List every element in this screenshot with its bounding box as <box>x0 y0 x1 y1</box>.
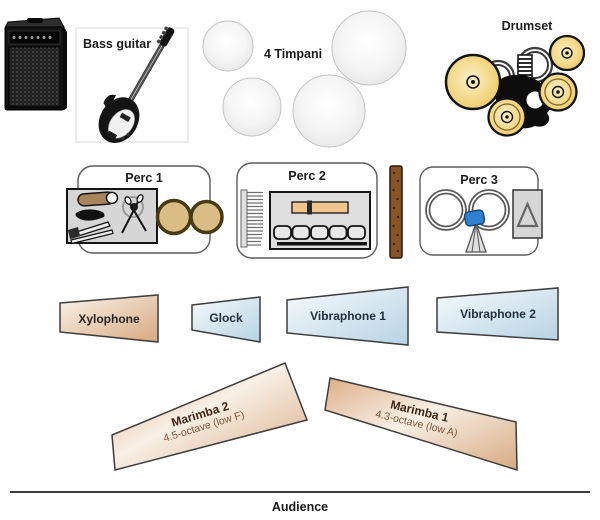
drumset-label: Drumset <box>501 19 553 33</box>
vibraphone1-label: Vibraphone 1 <box>310 309 386 323</box>
temple-blocks-icon <box>269 191 371 250</box>
slapstick-icon <box>68 221 114 245</box>
timpani-drum <box>292 74 366 148</box>
rainstick-icon <box>389 165 403 259</box>
vibraphone2-shape <box>436 287 559 341</box>
vibraslap-icon <box>465 221 487 253</box>
amp-handle <box>27 18 43 23</box>
triangle-icon <box>512 189 543 239</box>
marimba1-shape <box>324 377 518 472</box>
beaters-icon <box>121 194 147 234</box>
perc2-label: Perc 2 <box>288 169 326 183</box>
hand-drums-icon <box>155 198 224 236</box>
mark-tree-icon <box>240 189 263 248</box>
bass-guitar-label: Bass guitar <box>83 37 152 51</box>
amp-control-panel <box>8 30 61 45</box>
timpani-drum <box>222 77 282 137</box>
cymbal <box>548 34 586 72</box>
cymbal <box>538 72 578 112</box>
trap-table-icon <box>66 188 158 245</box>
amp-grille <box>8 46 61 107</box>
amp-knobs <box>12 36 52 39</box>
audience-label: Audience <box>271 500 329 514</box>
tube-shaker-icon <box>291 201 349 214</box>
cymbal <box>487 97 527 137</box>
bass-amp-icon <box>4 17 67 111</box>
timpani-group <box>202 10 407 148</box>
vibraphone2-label: Vibraphone 2 <box>460 307 536 321</box>
cymbal <box>444 53 502 111</box>
timpani-drum <box>202 20 254 72</box>
castanet-icon <box>75 209 105 221</box>
xylophone-shape <box>59 294 159 343</box>
xylophone-label: Xylophone <box>78 312 140 326</box>
marimba2-shape <box>111 362 309 471</box>
timpani-drum <box>331 10 407 86</box>
shaker-icon <box>77 191 119 207</box>
glock-shape <box>191 296 261 343</box>
vibraphone1-shape <box>286 286 409 346</box>
concert-toms-icon <box>425 189 510 231</box>
bass-guitar-icon <box>98 26 175 143</box>
cowbell-icon <box>463 209 486 227</box>
timpani-label: 4 Timpani <box>263 47 323 61</box>
perc3-label: Perc 3 <box>460 173 498 187</box>
drumset-icon <box>444 34 586 137</box>
perc1-label: Perc 1 <box>125 171 163 185</box>
glock-label: Glock <box>209 311 243 325</box>
